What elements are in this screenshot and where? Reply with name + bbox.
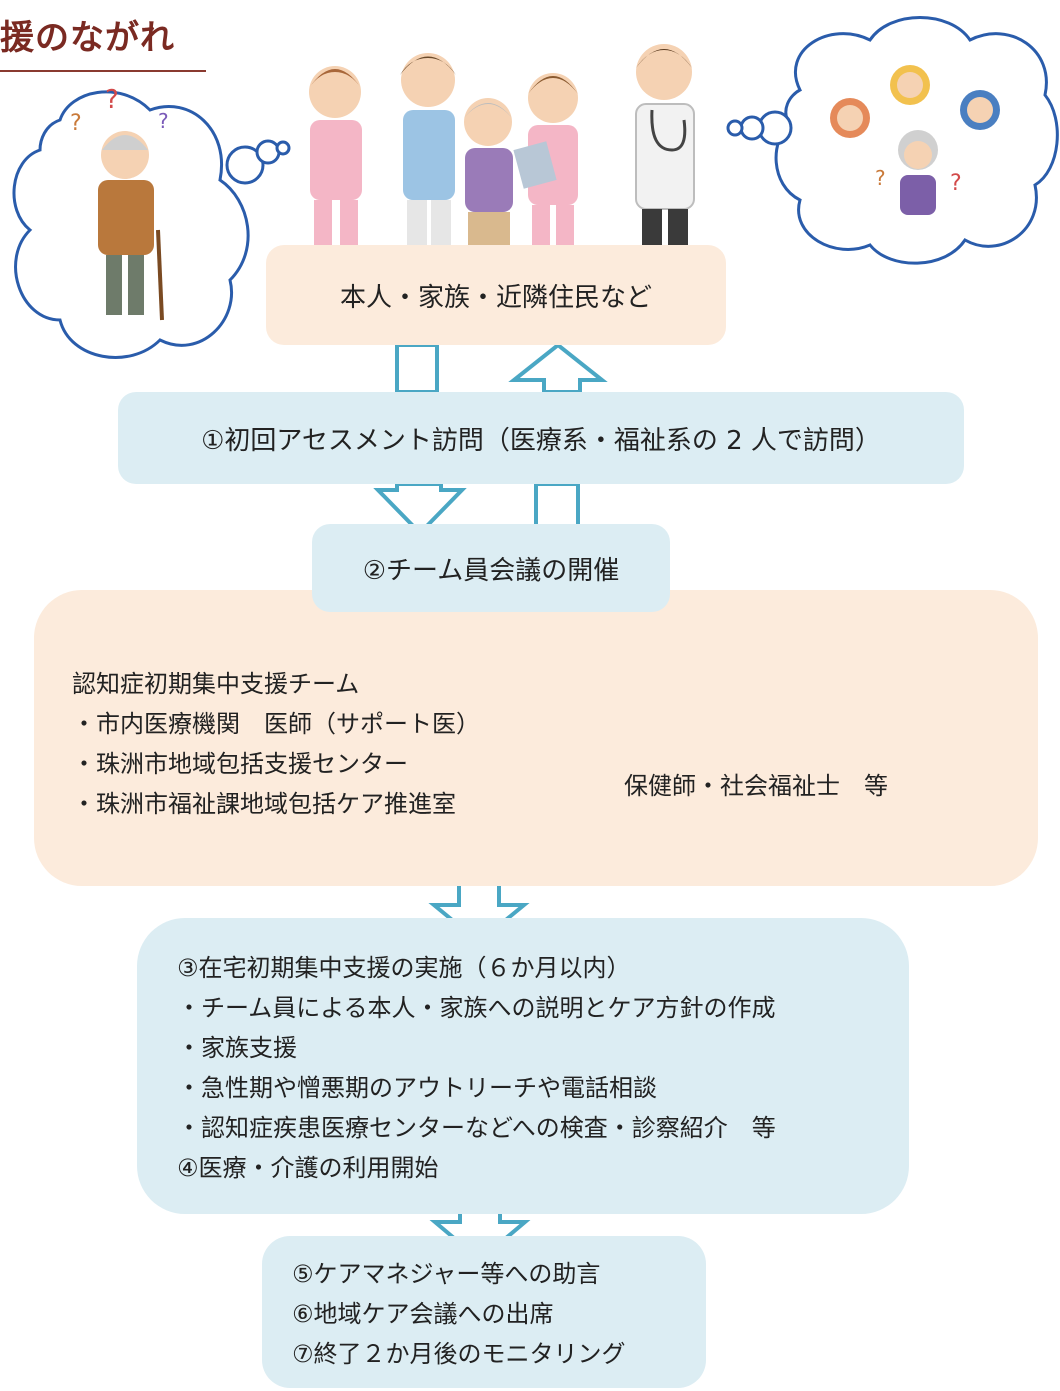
team-meeting-label: ②チーム員会議の開催 (362, 555, 620, 586)
team-meeting-box: ②チーム員会議の開催 (312, 524, 670, 612)
title-underline (0, 70, 206, 72)
intensive-support-line: ④医療・介護の利用開始 (177, 1154, 439, 1182)
intensive-support-line: ・家族支援 (177, 1034, 297, 1062)
support-team-heading: 認知症初期集中支援チーム (72, 670, 360, 698)
followup-line: ⑦終了２か月後のモニタリング (292, 1340, 626, 1368)
up-arrow-step2-to-step1 (534, 482, 580, 529)
page-title: 援のながれ (0, 18, 175, 58)
followup-list: ⑤ケアマネジャー等への助言 ⑥地域ケア会議への出席 ⑦終了２か月後のモニタリング (292, 1254, 626, 1374)
staff-roles-label: 保健師・社会福祉士 等 (624, 772, 888, 800)
right-thought-cloud (726, 16, 1059, 265)
down-arrow-step1-to-step2 (373, 482, 467, 536)
support-team-box: 認知症初期集中支援チーム ・市内医療機関 医師（サポート医） ・珠洲市地域包括支… (34, 590, 1038, 886)
initial-assessment-label: ①初回アセスメント訪問（医療系・福祉系の 2 人で訪問） (201, 425, 881, 456)
followup-line: ⑥地域ケア会議への出席 (292, 1300, 554, 1328)
down-arrow-top-to-step1 (395, 343, 439, 394)
svg-text:?: ? (158, 109, 169, 133)
followup-box: ⑤ケアマネジャー等への助言 ⑥地域ケア会議への出席 ⑦終了２か月後のモニタリング (262, 1236, 706, 1388)
intensive-support-line: ・急性期や憎悪期のアウトリーチや電話相談 (177, 1074, 657, 1102)
svg-text:?: ? (875, 166, 886, 190)
intensive-support-box: ③在宅初期集中支援の実施（６か月以内） ・チーム員による本人・家族への説明とケア… (137, 918, 909, 1214)
stakeholders-box: 本人・家族・近隣住民など (266, 245, 726, 345)
member-welfare-office: ・珠洲市福祉課地域包括ケア推進室 (72, 790, 456, 818)
followup-line: ⑤ケアマネジャー等への助言 (292, 1260, 601, 1288)
family-faces-icon: ? ? (830, 65, 1000, 215)
svg-text:?: ? (950, 171, 962, 196)
intensive-support-line: ③在宅初期集中支援の実施（６か月以内） (177, 954, 631, 982)
svg-text:?: ? (105, 85, 119, 115)
intensive-support-list: ③在宅初期集中支援の実施（６か月以内） ・チーム員による本人・家族への説明とケア… (177, 948, 776, 1188)
initial-assessment-box: ①初回アセスメント訪問（医療系・福祉系の 2 人で訪問） (118, 392, 964, 484)
intensive-support-line: ・チーム員による本人・家族への説明とケア方針の作成 (177, 994, 776, 1022)
svg-text:?: ? (70, 111, 82, 136)
member-community-center: ・珠洲市地域包括支援センター (72, 750, 408, 778)
member-medical: ・市内医療機関 医師（サポート医） (72, 710, 480, 738)
intensive-support-line: ・認知症疾患医療センターなどへの検査・診察紹介 等 (177, 1114, 776, 1142)
elderly-man-icon: ? ? ? (70, 85, 169, 321)
support-team-list: 認知症初期集中支援チーム ・市内医療機関 医師（サポート医） ・珠洲市地域包括支… (72, 664, 480, 824)
stakeholders-label: 本人・家族・近隣住民など (339, 282, 652, 313)
up-arrow-step1-to-top (508, 342, 608, 394)
care-team-people-icon (309, 44, 695, 245)
